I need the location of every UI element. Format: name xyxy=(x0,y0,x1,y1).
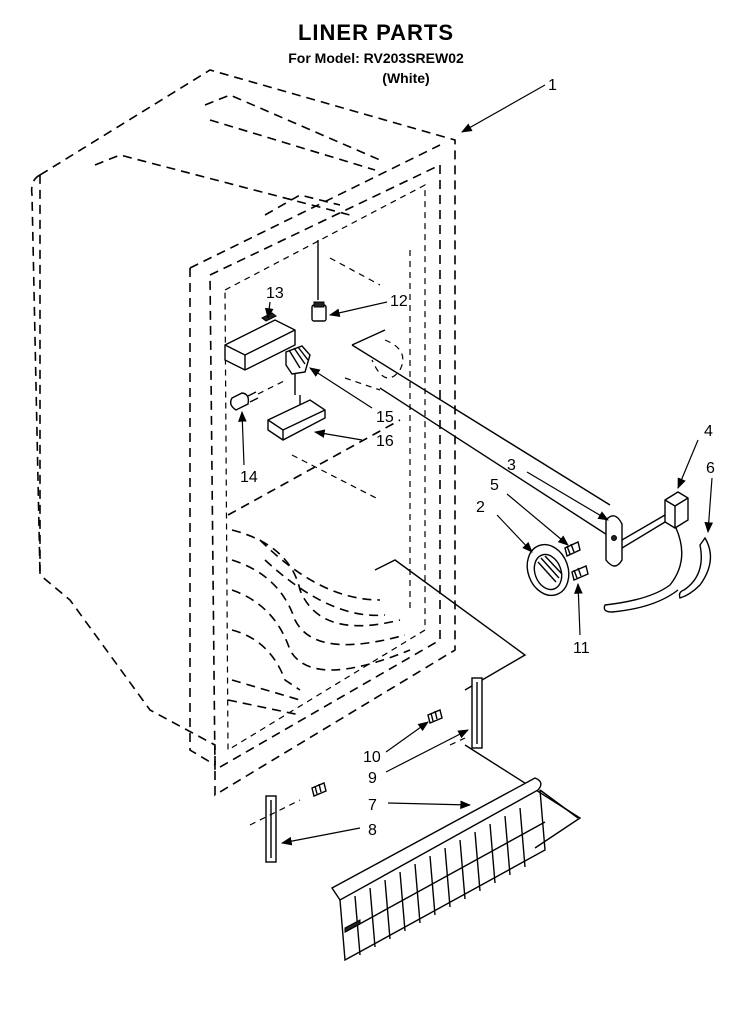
callout-9: 9 xyxy=(368,770,377,787)
leader-3 xyxy=(526,471,609,521)
callout-12: 12 xyxy=(390,293,408,310)
callout-7: 7 xyxy=(368,797,377,814)
callout-5: 5 xyxy=(490,477,499,494)
thermostat-knob xyxy=(526,543,570,597)
light-housing xyxy=(224,312,296,371)
callout-16: 16 xyxy=(376,433,394,450)
leader-6 xyxy=(704,477,714,534)
thermostat xyxy=(603,491,689,613)
callout-11: 11 xyxy=(573,640,590,657)
leader-7 xyxy=(387,800,472,810)
light-bracket xyxy=(267,395,326,441)
callout-2: 2 xyxy=(476,499,485,516)
support-screw-right xyxy=(427,709,443,724)
shelf-support-left xyxy=(265,795,277,863)
leader-9 xyxy=(385,729,469,773)
leader-10 xyxy=(385,721,429,753)
callout-10: 10 xyxy=(363,749,381,766)
wire-shelf xyxy=(330,777,546,962)
leader-8 xyxy=(280,827,361,846)
callout-4: 4 xyxy=(704,423,713,440)
leader-15 xyxy=(309,367,373,409)
leader-2 xyxy=(496,514,533,553)
support-screw-left xyxy=(311,782,327,797)
callout-1: 1 xyxy=(548,77,557,94)
door-switch xyxy=(311,240,327,322)
leader-4 xyxy=(677,439,699,489)
leader-5 xyxy=(506,493,569,546)
light-socket xyxy=(285,345,311,395)
leader-12 xyxy=(328,301,388,318)
callout-6: 6 xyxy=(706,460,715,477)
callout-15: 15 xyxy=(376,409,394,426)
model-number: For Model: RV203SREW02 xyxy=(288,50,464,66)
leader-11 xyxy=(574,582,583,636)
callout-8: 8 xyxy=(368,822,377,839)
thermostat-plate xyxy=(605,515,623,567)
screw-lower xyxy=(571,565,589,581)
leader-13 xyxy=(264,301,274,320)
page-title: LINER PARTS xyxy=(297,20,455,45)
screw-upper xyxy=(564,541,581,557)
color-variant: (White) xyxy=(382,70,430,86)
liner-cabinet xyxy=(30,69,456,797)
light-bulb xyxy=(229,379,287,411)
shelf-support-right xyxy=(471,677,483,749)
callout-13: 13 xyxy=(266,285,284,302)
leader-14 xyxy=(238,410,247,466)
callout-3: 3 xyxy=(507,457,516,474)
leader-1 xyxy=(461,84,546,133)
callout-14: 14 xyxy=(240,469,258,486)
leader-16 xyxy=(313,429,363,441)
capillary-sleeve xyxy=(678,536,712,599)
